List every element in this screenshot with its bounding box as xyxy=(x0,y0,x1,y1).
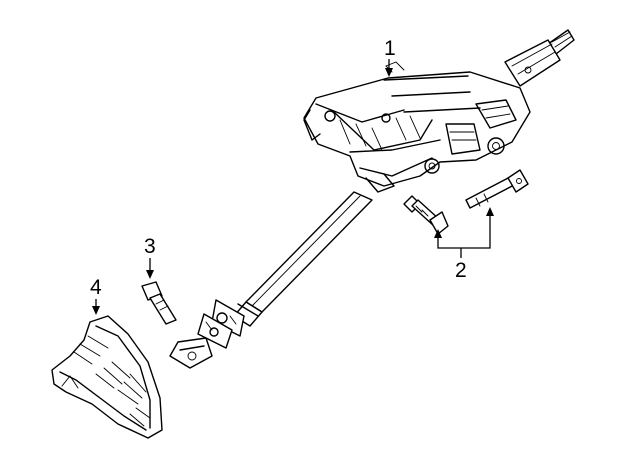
shaft-bolt xyxy=(141,281,177,325)
callout-1-arrow xyxy=(385,68,393,77)
callout-3-arrow xyxy=(146,270,154,279)
lower-yoke xyxy=(169,337,213,369)
callout-3-number: 3 xyxy=(144,235,156,258)
boot-seal xyxy=(51,315,163,439)
callout-4: 4 xyxy=(90,276,102,315)
callout-1: 1 xyxy=(384,37,396,77)
callout-3: 3 xyxy=(144,235,156,279)
callout-2-number: 2 xyxy=(455,259,467,282)
callout-2: 2 xyxy=(434,207,494,282)
column-bolt-long xyxy=(465,169,529,209)
column-shaft-end xyxy=(504,29,575,87)
callout-2-arrow-left xyxy=(434,229,442,238)
column-bolt-short xyxy=(403,195,449,235)
callout-2-arrow-right xyxy=(486,207,494,216)
callout-2-leader xyxy=(437,214,491,258)
callout-1-number: 1 xyxy=(384,37,396,60)
column-housing xyxy=(303,61,531,193)
intermediate-shaft xyxy=(233,191,373,327)
callout-4-number: 4 xyxy=(90,276,102,299)
steering-column xyxy=(169,29,575,369)
callout-4-arrow xyxy=(92,306,100,315)
universal-joint xyxy=(197,299,245,349)
